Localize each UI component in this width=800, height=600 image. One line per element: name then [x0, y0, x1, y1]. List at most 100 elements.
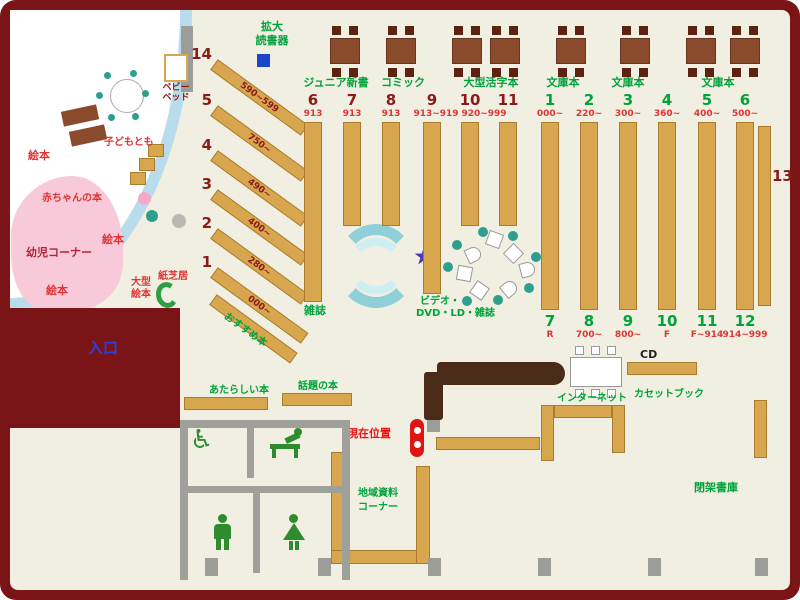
shelf-number: 6: [307, 91, 319, 109]
shelf-number: 12: [734, 312, 756, 330]
chair: [622, 68, 631, 77]
shelf-number: 3: [201, 175, 212, 193]
oval-bench-inner: [347, 238, 405, 294]
shelf-number: 11: [696, 312, 718, 330]
shelf-range: 700~: [575, 330, 603, 340]
mens-room-icon: [213, 514, 233, 550]
shelf-column: [343, 122, 361, 226]
shelf-range: 400~: [693, 109, 721, 119]
wall: [342, 428, 350, 580]
chair: [732, 26, 741, 35]
chair: [558, 68, 567, 77]
wheelchair-icon: ♿: [190, 425, 214, 455]
shelf-number: 2: [583, 91, 595, 109]
shelf-range: F: [663, 330, 671, 340]
shelf-column: [658, 122, 676, 310]
shelf-number: 5: [701, 91, 713, 109]
chair: [622, 26, 631, 35]
chair: [575, 346, 584, 355]
shelf-number: 5: [201, 91, 212, 109]
stool: [462, 296, 472, 306]
shelf-number: 2: [201, 214, 212, 232]
entrance-label: 入口: [88, 339, 119, 357]
shape: [284, 432, 301, 444]
large-picture-books-label-1: 大型: [131, 277, 151, 288]
reading-table: [620, 38, 650, 64]
kodomo-label: 子どもとも: [104, 137, 154, 148]
local-materials-label-1: 地域資料: [358, 488, 398, 499]
baby-bed: [164, 54, 188, 82]
shelf-range: 300~: [614, 109, 642, 119]
pillar: [205, 558, 218, 576]
shelf-range: 360~: [653, 109, 681, 119]
cassette-label: カセットブック: [634, 389, 704, 400]
chair: [349, 68, 358, 77]
cd-label: CD: [640, 348, 658, 361]
kamishibai-label: 紙芝居: [158, 271, 188, 282]
shape: [224, 539, 229, 550]
stool: [508, 231, 518, 241]
shelf-number: 9: [426, 91, 438, 109]
stool: [142, 90, 149, 97]
shape: [295, 541, 299, 550]
reading-table: [730, 38, 760, 64]
magazine-label: 雑誌: [304, 304, 326, 317]
shape: [294, 428, 302, 436]
chair: [591, 346, 600, 355]
chair: [591, 389, 600, 398]
chair: [405, 26, 414, 35]
chair: [471, 68, 480, 77]
shape: [289, 541, 293, 550]
shelf-number: 8: [385, 91, 397, 109]
shelf: [541, 405, 554, 461]
shelf-column: [736, 122, 754, 310]
shelf-column-13: [758, 126, 771, 306]
local-materials-label-2: コーナー: [358, 502, 398, 513]
section-bunko-3: 文庫本: [701, 76, 735, 89]
shape: [218, 514, 227, 523]
reading-table: [386, 38, 416, 64]
shape: [270, 444, 300, 449]
chair: [607, 389, 616, 398]
shelf-column: [499, 122, 517, 226]
chair: [332, 68, 341, 77]
reading-table: [686, 38, 716, 64]
shape: [214, 524, 231, 539]
service-counter: [437, 362, 565, 385]
shelf: [754, 400, 767, 458]
current-location-label: 現在位置: [347, 427, 391, 440]
shelf-range: 913: [303, 109, 323, 119]
shelf-number: 6: [739, 91, 751, 109]
shape: [216, 539, 221, 550]
magnifier-device-icon: [257, 54, 270, 67]
chair: [405, 68, 414, 77]
chair: [639, 68, 648, 77]
womens-room-icon: [283, 514, 305, 550]
chair: [471, 26, 480, 35]
section-comic: コミック: [381, 76, 425, 89]
pillar: [428, 558, 441, 576]
baby-books-label: 赤ちゃんの本: [42, 193, 102, 204]
shelf-range: 913~919: [413, 109, 459, 119]
shelf-column: [382, 122, 400, 226]
chair: [705, 26, 714, 35]
new-books-shelf: [184, 397, 268, 410]
wall: [247, 428, 254, 478]
shelf-number-13: 13: [772, 167, 793, 185]
chair: [749, 68, 758, 77]
reading-table: [490, 38, 520, 64]
shelf-range: 920~999: [461, 109, 507, 119]
stool: [172, 214, 186, 228]
topic-books-label: 話題の本: [298, 381, 338, 392]
chair: [575, 26, 584, 35]
shelf-range: 913: [342, 109, 362, 119]
baby-bed-label-2: ベッド: [162, 93, 190, 103]
stool: [524, 283, 534, 293]
marker-dot: [413, 441, 421, 448]
chair: [349, 26, 358, 35]
round-table: [110, 79, 144, 113]
video-label-1: ビデオ・: [420, 296, 460, 307]
wall: [253, 493, 260, 573]
shelf-number: 7: [544, 312, 556, 330]
